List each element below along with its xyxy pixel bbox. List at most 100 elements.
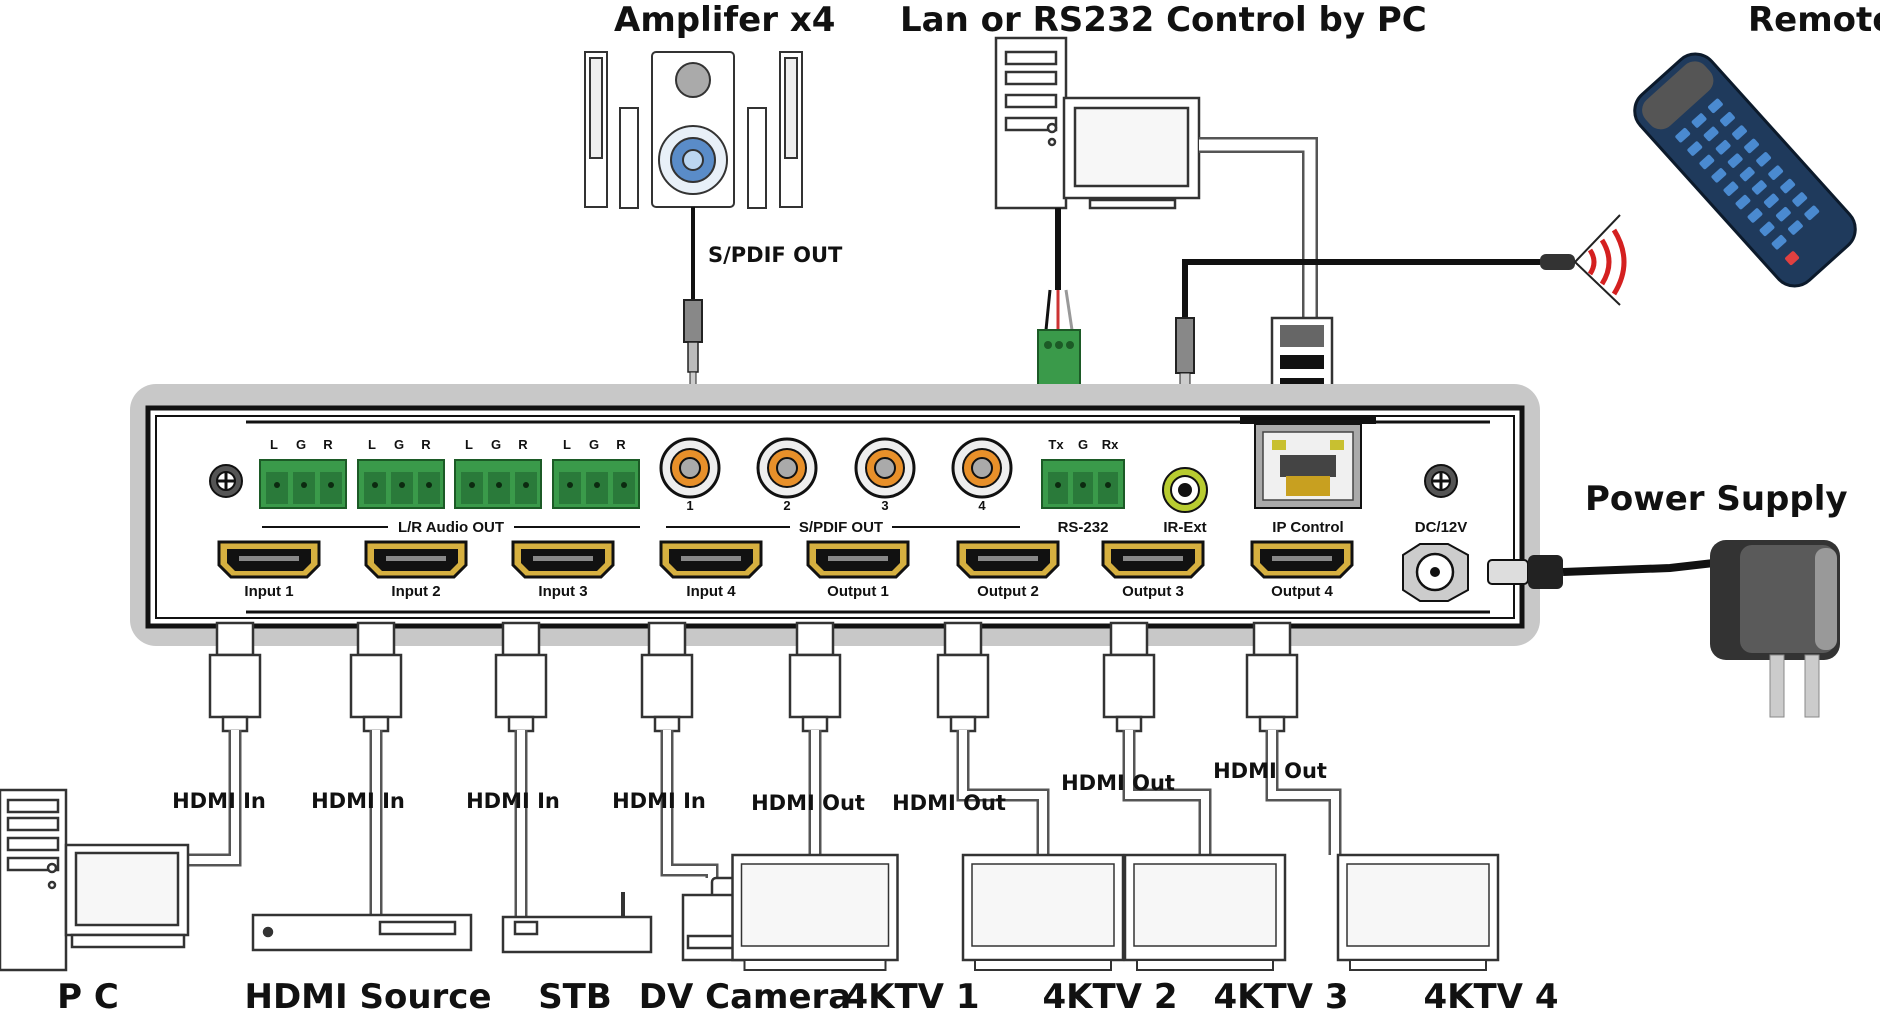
panel-screw-icon bbox=[209, 464, 243, 498]
power-adapter-icon bbox=[1487, 540, 1840, 718]
device-label-hdmi-source: HDMI Source bbox=[244, 977, 491, 1014]
spdif-rca-icon: 3 bbox=[854, 437, 916, 513]
stb-icon bbox=[501, 892, 653, 954]
spdif-number-label: 4 bbox=[978, 498, 986, 513]
hdmi-port-6: Output 2 bbox=[956, 540, 1060, 600]
spdif-number-label: 2 bbox=[783, 498, 790, 513]
cable-label-4: HDMI In bbox=[612, 789, 706, 813]
port-label: Output 1 bbox=[827, 583, 889, 600]
hdmi-cable-7 bbox=[1102, 621, 1212, 855]
audio-pin-label: R bbox=[323, 437, 333, 452]
port-label: Input 2 bbox=[391, 583, 440, 600]
tv-displays bbox=[731, 853, 1500, 971]
audio-pin-label: G bbox=[296, 437, 306, 452]
hdmi-port-7: Output 3 bbox=[1101, 540, 1205, 600]
panel-screw-icon bbox=[1424, 464, 1458, 498]
cable-label-1: HDMI In bbox=[172, 789, 266, 813]
cable-label-8: HDMI Out bbox=[1213, 759, 1327, 783]
pc-source-icon bbox=[0, 788, 190, 972]
rs232-g-label: G bbox=[1078, 437, 1088, 452]
hdmi-cable-2 bbox=[349, 621, 403, 915]
audio-pin-label: G bbox=[491, 437, 501, 452]
device-label-4ktv-4: 4KTV 4 bbox=[1423, 977, 1558, 1014]
lan-cable bbox=[1199, 137, 1334, 400]
device-label-stb: STB bbox=[538, 977, 612, 1014]
ir-ext-jack-icon bbox=[1162, 467, 1208, 513]
amplifier-speakers-icon bbox=[584, 51, 803, 209]
hdmi-cable-3 bbox=[494, 621, 548, 917]
device-label-pc: P C bbox=[57, 977, 119, 1014]
hdmi-source-player-icon bbox=[251, 913, 473, 952]
tv-icon bbox=[1336, 853, 1500, 971]
audio-pin-label: L bbox=[368, 437, 376, 452]
lr-audio-out-label: L/R Audio OUT bbox=[398, 519, 504, 536]
hdmi-cable-4 bbox=[640, 621, 719, 878]
hdmi-port-5: Output 1 bbox=[806, 540, 910, 600]
ip-control-port-icon bbox=[1240, 416, 1376, 509]
hdmi-cable-5 bbox=[788, 621, 842, 855]
dc-label: DC/12V bbox=[1415, 519, 1468, 536]
spdif-cable bbox=[683, 207, 703, 395]
amplifier-label: Amplifer x4 bbox=[614, 0, 835, 40]
spdif-rca-icon: 4 bbox=[951, 437, 1013, 513]
pc-control-label: Lan or RS232 Control by PC bbox=[900, 0, 1427, 40]
cable-label-6: HDMI Out bbox=[892, 791, 1006, 815]
audio-pin-label: L bbox=[563, 437, 571, 452]
cable-label-7: HDMI Out bbox=[1061, 771, 1175, 795]
hdmi-port-2: Input 2 bbox=[364, 540, 468, 600]
audio-pin-label: L bbox=[465, 437, 473, 452]
rs232-rx-label: Rx bbox=[1102, 437, 1119, 452]
audio-pin-label: G bbox=[394, 437, 404, 452]
device-label-dv-camera: DV Camera bbox=[639, 977, 851, 1014]
hdmi-port-1: Input 1 bbox=[217, 540, 321, 600]
remote-label: Remote bbox=[1748, 0, 1880, 40]
power-supply-label: Power Supply bbox=[1585, 479, 1848, 519]
control-pc-icon bbox=[994, 36, 1201, 210]
port-label: Input 3 bbox=[538, 583, 587, 600]
hdmi-ports: Input 1 Input 2 Input 3 Input 4 Output 1 Outp… bbox=[217, 540, 1354, 600]
spdif-cable-label: S/PDIF OUT bbox=[708, 243, 843, 267]
audio-pin-label: G bbox=[589, 437, 599, 452]
dc-jack-icon bbox=[1402, 543, 1469, 602]
port-label: Input 1 bbox=[244, 583, 293, 600]
spdif-rca-icon: 1 bbox=[659, 437, 721, 513]
audio-pin-label: R bbox=[616, 437, 626, 452]
spdif-number-label: 1 bbox=[686, 498, 693, 513]
hdmi-cables bbox=[188, 621, 1342, 917]
spdif-connectors: 1 2 3 4 bbox=[659, 437, 1013, 513]
tv-icon bbox=[731, 853, 899, 971]
hdmi-cable-8 bbox=[1245, 621, 1342, 855]
rs232-cable bbox=[1037, 208, 1081, 389]
device-label-4ktv-3: 4KTV 3 bbox=[1213, 977, 1348, 1014]
audio-pin-label: L bbox=[270, 437, 278, 452]
port-label: Output 2 bbox=[977, 583, 1039, 600]
device-label-4ktv-1: 4KTV 1 bbox=[844, 977, 979, 1014]
spdif-number-label: 3 bbox=[881, 498, 888, 513]
hdmi-cable-6 bbox=[936, 621, 1050, 855]
rs232-tx-label: Tx bbox=[1048, 437, 1064, 452]
port-label: Input 4 bbox=[686, 583, 736, 600]
cable-label-3: HDMI In bbox=[466, 789, 560, 813]
ip-control-label: IP Control bbox=[1272, 519, 1343, 536]
rs232-terminal-block bbox=[1041, 459, 1125, 509]
port-label: Output 3 bbox=[1122, 583, 1184, 600]
spdif-rca-icon: 2 bbox=[756, 437, 818, 513]
rs232-label: RS-232 bbox=[1058, 519, 1109, 536]
ir-signal-icon bbox=[1574, 214, 1627, 306]
device-label-4ktv-2: 4KTV 2 bbox=[1042, 977, 1177, 1014]
port-label: Output 4 bbox=[1271, 583, 1333, 600]
audio-pin-label: R bbox=[421, 437, 431, 452]
hdmi-port-4: Input 4 bbox=[659, 540, 763, 600]
cable-label-5: HDMI Out bbox=[751, 791, 865, 815]
hdmi-port-8: Output 4 bbox=[1250, 540, 1354, 600]
hdmi-port-3: Input 3 bbox=[511, 540, 615, 600]
ir-ext-label: IR-Ext bbox=[1163, 519, 1206, 536]
tv-icon bbox=[961, 853, 1125, 971]
remote-control-icon bbox=[1633, 52, 1857, 288]
